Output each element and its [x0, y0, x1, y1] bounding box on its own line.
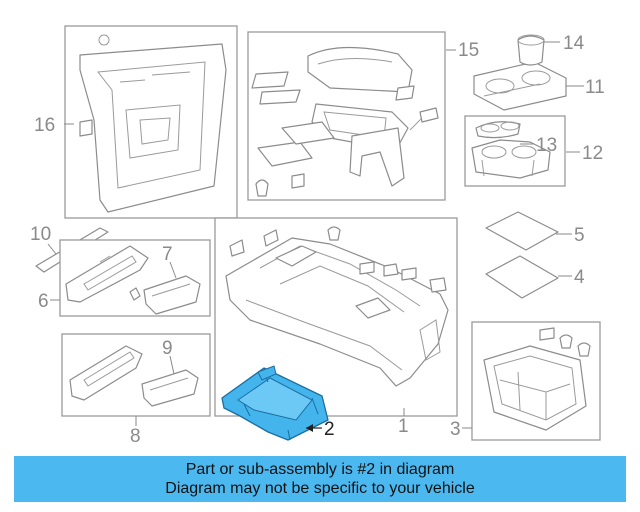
- part-13-cup-ring[interactable]: [475, 121, 521, 139]
- callout-11: 11: [585, 77, 605, 98]
- part-9-bin-insert[interactable]: [141, 369, 199, 407]
- callout-13: 13: [536, 135, 557, 156]
- callout-16: 16: [34, 115, 55, 136]
- banner-line-1: Part or sub-assembly is #2 in diagram: [185, 461, 455, 478]
- callout-2: 2: [324, 419, 335, 440]
- part-14-cup-insert[interactable]: [517, 34, 545, 66]
- callout-3: 3: [450, 419, 461, 440]
- callout-12: 12: [582, 143, 603, 164]
- callout-7: 7: [162, 244, 173, 265]
- banner-line-2: Diagram may not be specific to your vehi…: [165, 480, 475, 497]
- info-banner: Part or sub-assembly is #2 in diagram Di…: [14, 456, 626, 502]
- callout-14: 14: [563, 33, 585, 54]
- callout-9: 9: [162, 338, 173, 359]
- part-3-bracket[interactable]: [471, 321, 601, 441]
- part-2-tray-highlighted[interactable]: [221, 365, 329, 441]
- leader-lines: [47, 41, 584, 432]
- callout-4: 4: [574, 267, 585, 288]
- callout-8: 8: [130, 426, 141, 447]
- parts-diagram: 16 15 14 11 13 12 5 4 10 6 7 9 8 1 3 2: [30, 25, 605, 447]
- callout-1: 1: [398, 416, 409, 437]
- callout-5: 5: [574, 225, 585, 246]
- part-11-cupholder-trim[interactable]: [473, 61, 567, 111]
- part-7-bin-insert[interactable]: [129, 275, 201, 315]
- callout-10: 10: [30, 224, 51, 245]
- part-15-armrest-assembly[interactable]: [247, 31, 446, 201]
- part-4-mat[interactable]: [485, 255, 559, 299]
- part-5-mat[interactable]: [485, 211, 559, 251]
- part-16-rear-panel[interactable]: [64, 25, 238, 219]
- callout-6: 6: [38, 291, 49, 312]
- callout-15: 15: [458, 40, 479, 61]
